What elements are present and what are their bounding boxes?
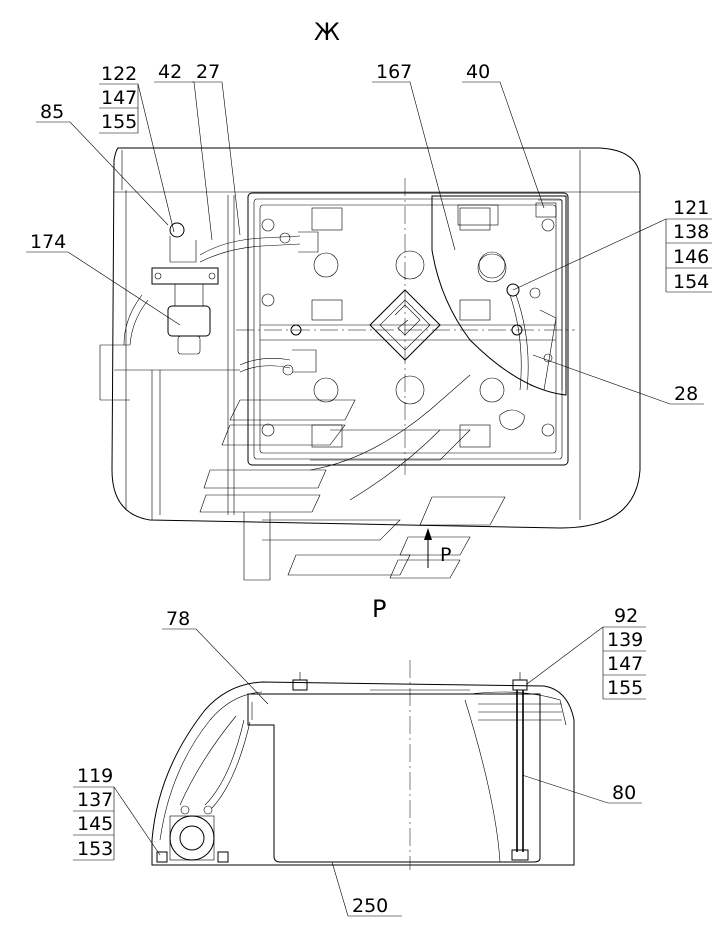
callout-145: 145 [77,813,113,835]
callout-85: 85 [36,101,169,226]
callout-121-block: 121 138 146 154 [512,197,712,293]
battery-switch [123,222,219,355]
callout-139: 139 [607,629,643,651]
callout-167-label: 167 [376,61,412,83]
battery-tray [247,192,569,466]
right-cable [499,283,557,431]
left-cables [199,231,319,376]
callout-154: 154 [673,271,709,293]
view-side-title: Р [372,595,386,623]
callout-137: 137 [77,789,113,811]
view-top-title: Ж [314,18,340,46]
callout-119: 119 [77,765,113,787]
side-battery-switch [156,715,251,863]
callout-147b: 147 [607,653,643,675]
callout-28-label: 28 [674,383,698,405]
callout-28: 28 [532,354,704,405]
callout-42: 42 [154,61,213,241]
callout-85-label: 85 [40,101,64,123]
callout-40: 40 [462,61,545,209]
side-bolts [292,672,529,861]
callout-40-label: 40 [466,61,490,83]
side-view-body [151,681,575,866]
callout-92-block: 92 139 147 155 [526,605,646,700]
view-arrow-label: Р [440,544,451,566]
callout-250: 250 [331,861,402,917]
callout-80: 80 [521,774,642,804]
callout-146: 146 [673,246,709,268]
callout-147a: 147 [101,87,137,109]
callout-122: 122 [101,63,137,85]
cover-plate [431,195,567,396]
callout-80-label: 80 [612,782,636,804]
callout-42-label: 42 [158,61,182,83]
view-arrow: Р [424,528,451,568]
callout-119-block: 119 137 145 153 [73,765,161,861]
callout-27: 27 [192,61,241,236]
stripe-pattern [199,374,506,581]
top-view-body [99,147,641,529]
callout-155b: 155 [607,677,643,699]
callout-121: 121 [673,197,709,219]
callout-174: 174 [26,231,181,326]
callout-92: 92 [614,605,638,627]
callout-153: 153 [77,838,113,860]
callout-250-label: 250 [352,895,388,917]
callout-122-block: 122 147 155 [99,63,175,233]
callout-167: 167 [372,61,456,251]
callout-155a: 155 [101,111,137,133]
callout-78-label: 78 [166,608,190,630]
callout-78: 78 [162,608,269,705]
callout-27-label: 27 [196,61,220,83]
callout-138: 138 [673,221,709,243]
callout-174-label: 174 [30,231,66,253]
